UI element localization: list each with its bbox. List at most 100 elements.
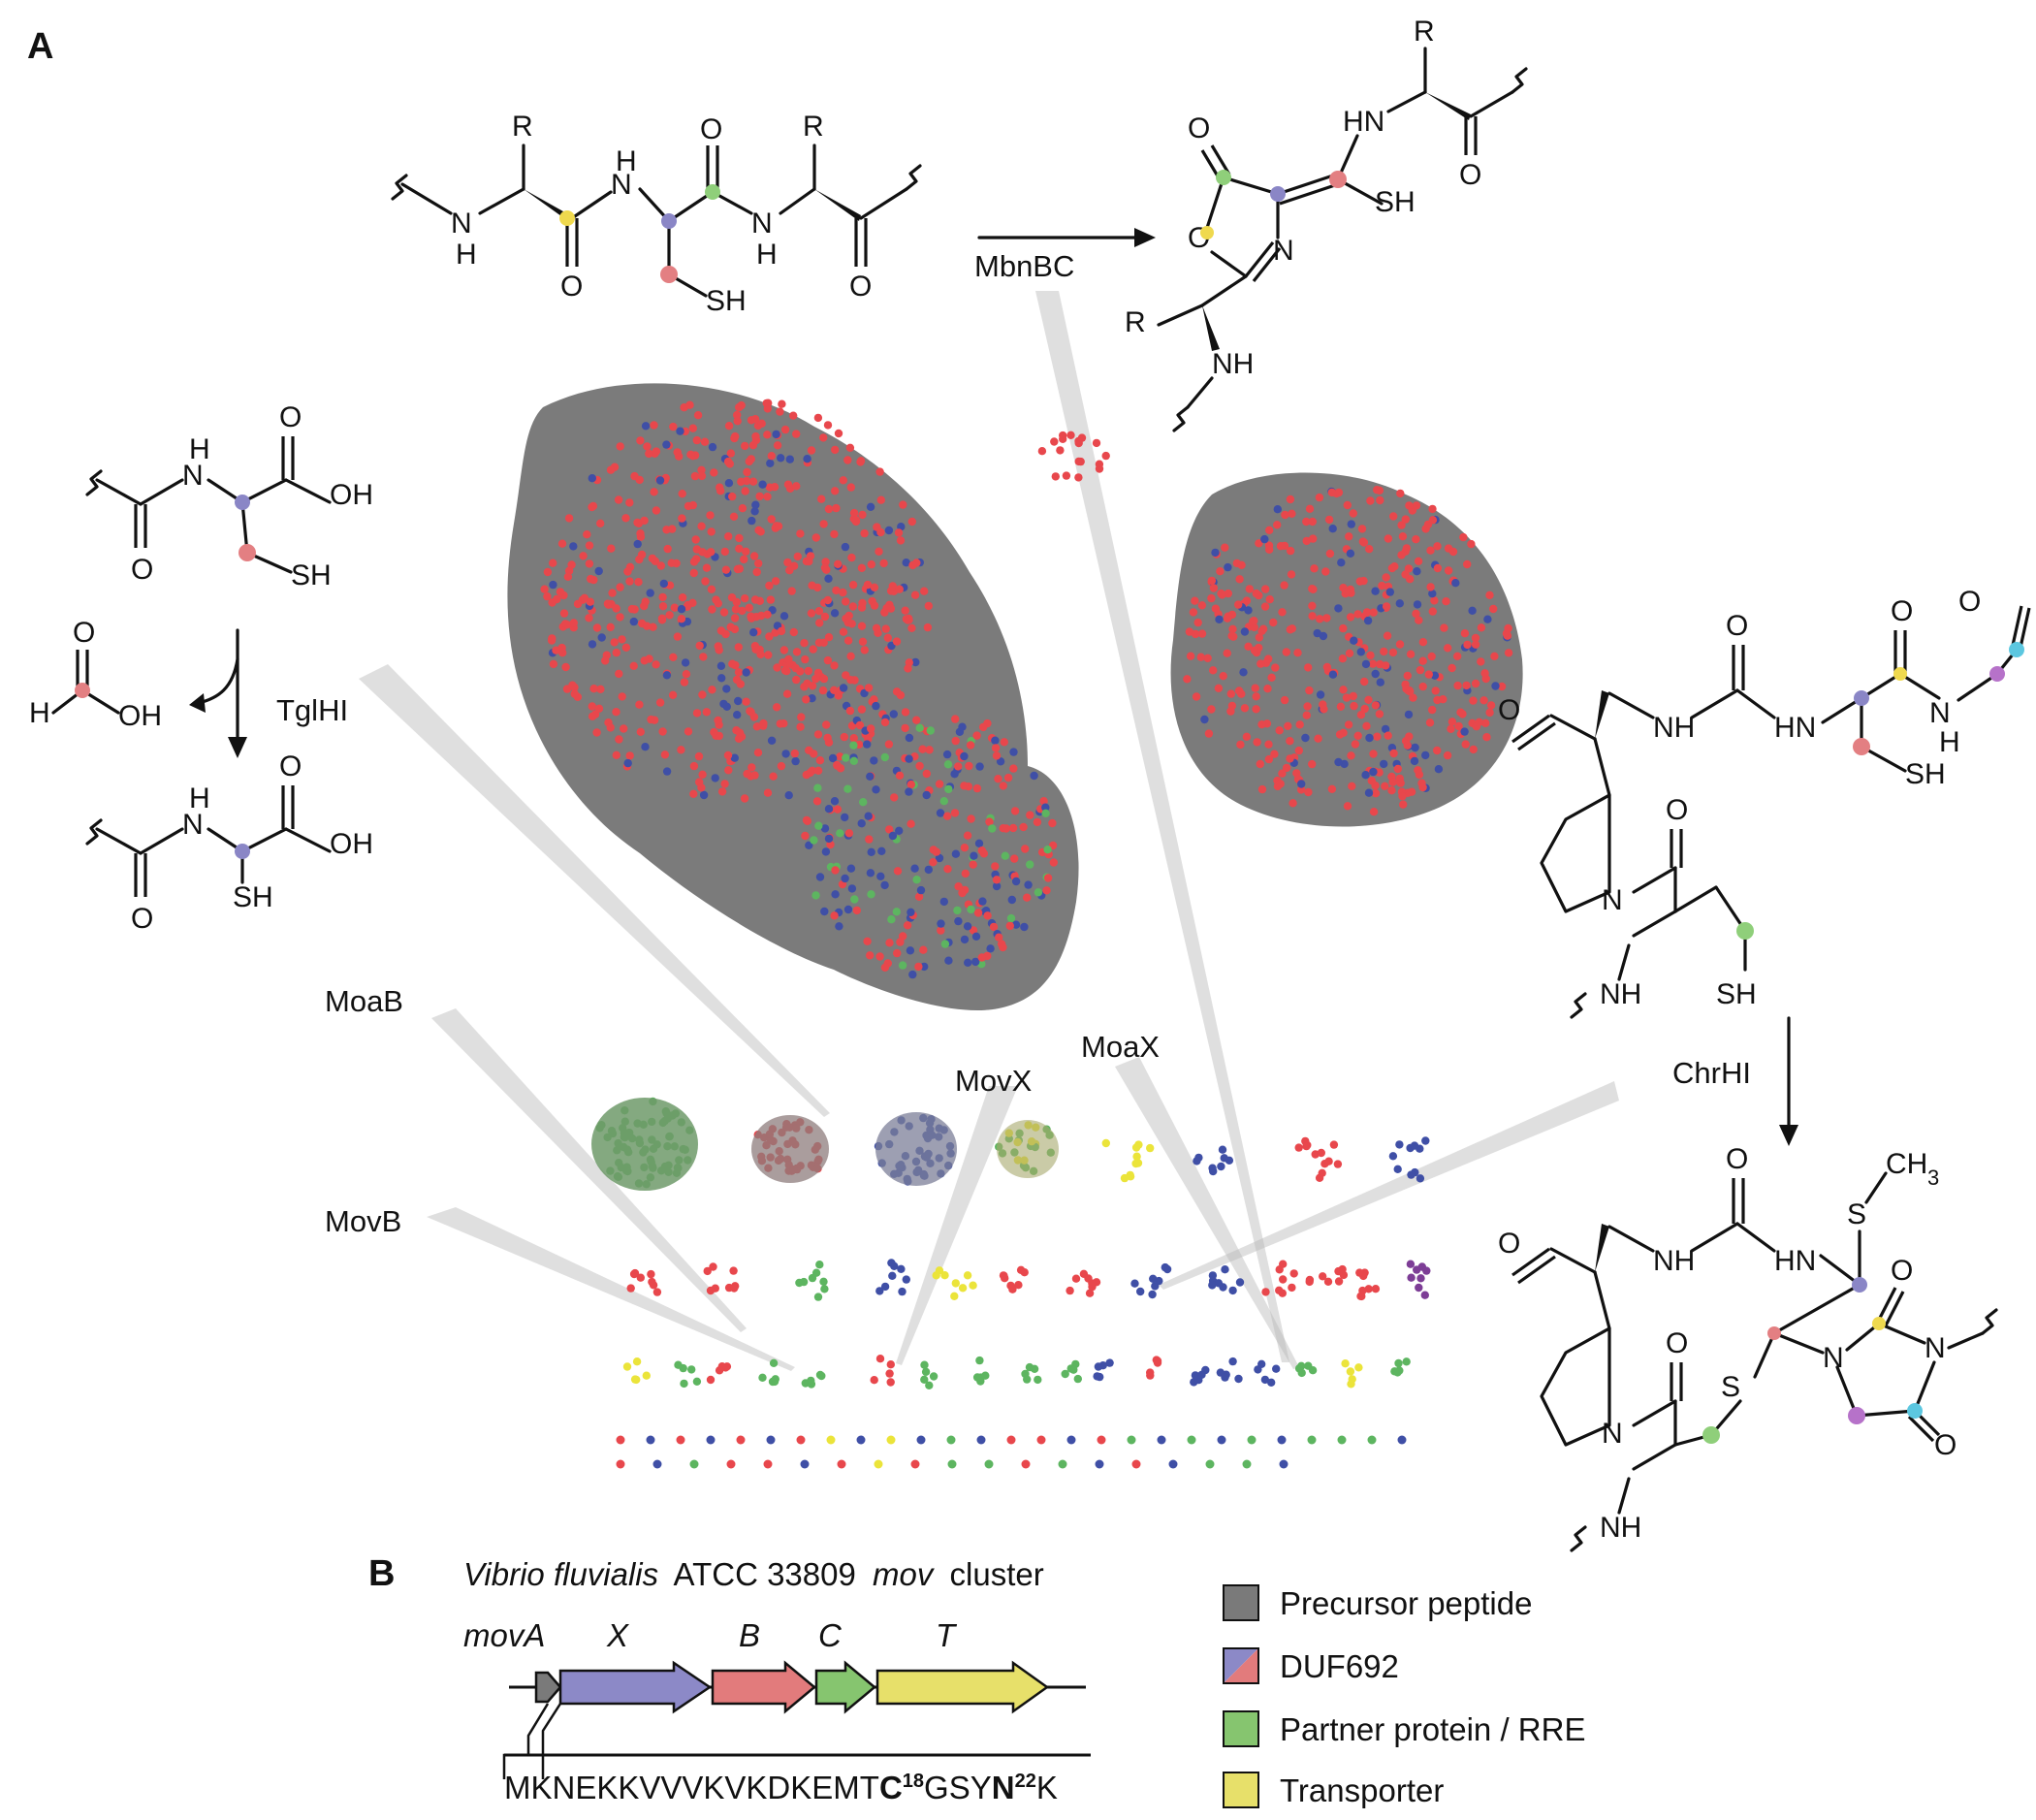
- network-node: [1365, 545, 1374, 554]
- gene-c: [814, 1660, 876, 1714]
- network-node: [951, 1279, 960, 1288]
- network-node: [1358, 537, 1368, 546]
- network-node: [1404, 710, 1414, 719]
- network-node: [722, 702, 731, 711]
- network-node: [954, 762, 963, 771]
- network-node: [883, 633, 892, 642]
- network-node: [885, 1369, 894, 1378]
- network-node: [817, 1371, 826, 1381]
- network-node: [843, 456, 852, 464]
- network-node: [1416, 665, 1425, 675]
- network-node: [1183, 675, 1192, 684]
- network-node: [625, 751, 634, 760]
- network-node: [1286, 754, 1294, 763]
- network-node: [687, 1365, 696, 1374]
- network-node: [1275, 726, 1284, 735]
- network-node: [1273, 521, 1282, 529]
- network-node: [818, 686, 828, 695]
- network-node: [1240, 704, 1250, 713]
- network-node: [999, 782, 1008, 790]
- network-node: [765, 632, 774, 641]
- network-node: [1302, 1141, 1311, 1151]
- network-node: [1406, 1260, 1416, 1268]
- network-node: [748, 763, 756, 772]
- network-node: [828, 753, 838, 763]
- network-node: [1270, 750, 1279, 758]
- network-node: [832, 503, 841, 513]
- network-node: [692, 709, 702, 718]
- network-node: [1324, 1157, 1333, 1165]
- network-node: [877, 846, 886, 855]
- network-node: [803, 679, 811, 688]
- network-node: [655, 698, 665, 707]
- network-node: [743, 769, 751, 779]
- network-node: [780, 425, 790, 434]
- network-node: [996, 757, 1005, 766]
- network-node: [726, 623, 735, 631]
- network-node: [763, 1459, 773, 1469]
- network-node: [1130, 1279, 1139, 1288]
- network-node: [1389, 512, 1398, 521]
- network-node: [1214, 1279, 1224, 1288]
- network-node: [970, 851, 978, 860]
- network-node: [814, 607, 824, 616]
- network-node: [588, 640, 597, 649]
- network-node: [950, 770, 959, 779]
- network-node: [1061, 1369, 1069, 1379]
- network-node: [856, 457, 866, 465]
- moab-label: MoaB: [325, 984, 403, 1018]
- network-node: [771, 577, 780, 586]
- network-node: [1073, 1374, 1083, 1384]
- network-node: [991, 744, 1001, 752]
- network-node: [920, 1360, 929, 1369]
- network-node: [1459, 532, 1468, 542]
- network-node: [606, 623, 615, 631]
- network-node: [875, 1355, 885, 1363]
- network-node: [920, 962, 929, 972]
- network-node: [803, 455, 811, 463]
- network-node: [758, 1373, 767, 1383]
- network-node: [897, 1264, 906, 1274]
- svg-text:OH: OH: [118, 700, 162, 732]
- network-node: [1157, 1435, 1166, 1445]
- network-node: [830, 797, 840, 806]
- network-node: [698, 690, 707, 699]
- network-node: [1388, 1152, 1398, 1161]
- network-node: [614, 495, 623, 504]
- network-node: [1407, 1273, 1416, 1282]
- network-node: [763, 788, 773, 797]
- network-node: [1310, 564, 1319, 573]
- svg-text:O: O: [1726, 610, 1748, 642]
- svg-text:CH: CH: [1886, 1148, 1927, 1180]
- network-node: [690, 471, 700, 481]
- network-node: [588, 712, 597, 720]
- network-node: [556, 588, 565, 596]
- network-node: [907, 819, 915, 828]
- network-node: [867, 890, 875, 899]
- network-node: [1265, 526, 1274, 534]
- network-node: [1026, 860, 1034, 869]
- network-node: [586, 597, 594, 606]
- network-node: [1471, 640, 1480, 649]
- network-node: [1483, 615, 1492, 623]
- network-node: [886, 1435, 896, 1445]
- network-node: [914, 892, 924, 901]
- legend-label-partner: Partner protein / RRE: [1280, 1711, 1585, 1747]
- svg-text:OH: OH: [330, 828, 373, 860]
- network-node: [770, 483, 779, 492]
- network-node: [562, 621, 571, 629]
- network-node: [832, 586, 841, 595]
- network-node: [1471, 679, 1480, 688]
- svg-text:N: N: [1602, 1418, 1623, 1450]
- network-node: [1136, 1287, 1145, 1296]
- network-node: [1010, 854, 1019, 863]
- network-node: [1328, 670, 1338, 679]
- network-node: [991, 862, 1000, 871]
- network-node: [632, 1357, 642, 1366]
- network-node: [1359, 576, 1368, 586]
- network-node: [895, 585, 904, 593]
- network-node: [899, 500, 907, 509]
- network-node: [1148, 1290, 1157, 1299]
- network-node: [697, 783, 706, 792]
- network-node: [1292, 769, 1301, 778]
